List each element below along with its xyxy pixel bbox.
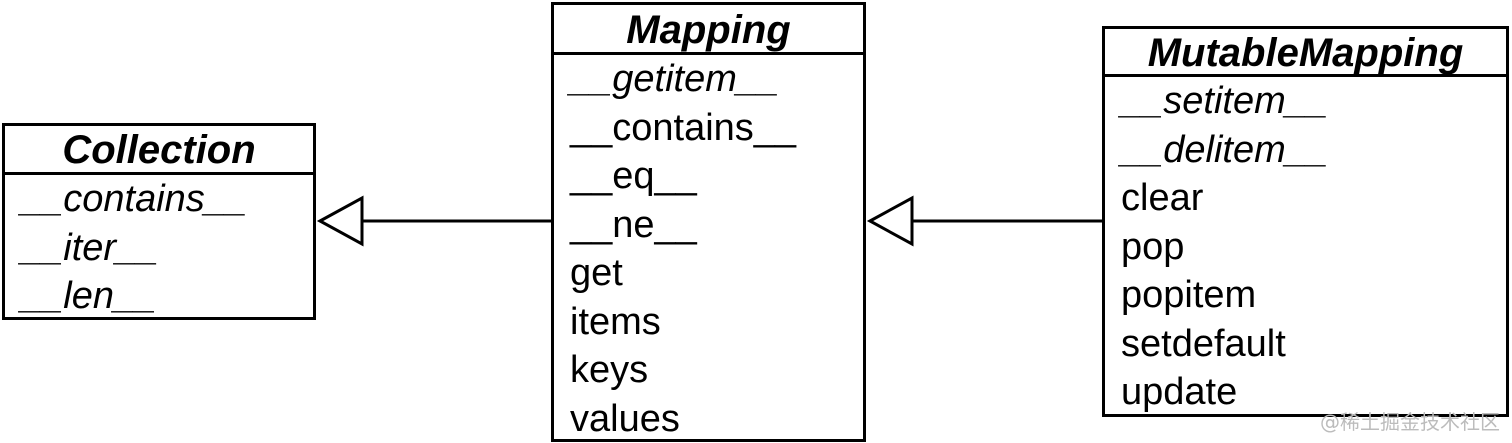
- method-item: __eq__: [570, 155, 697, 197]
- collection-class-box: Collection __contains__ __iter__ __len__: [2, 123, 316, 320]
- mutable-mapping-method-list: __setitem__ __delitem__clear pop popitem set…: [1105, 77, 1506, 417]
- method-item: pop: [1121, 225, 1185, 268]
- watermark: @稀土掘金技术社区: [1320, 410, 1500, 434]
- method-item: popitem: [1121, 274, 1257, 316]
- method-item: setdefault: [1121, 322, 1286, 365]
- method-item: items: [570, 300, 661, 343]
- method-item: get: [570, 252, 623, 294]
- method-item: keys: [570, 349, 649, 391]
- method-item: __delitem__: [1121, 128, 1329, 171]
- method-item: __len__: [21, 275, 157, 317]
- method-item: __contains__: [570, 106, 797, 149]
- method-item: update: [1121, 371, 1238, 413]
- method-item: __iter__: [21, 226, 159, 269]
- mapping-method-list: __getitem__ __contains__ __eq__ __ne__get it…: [554, 55, 863, 443]
- mapping-class-box: Mapping __getitem__ __contains__ __eq__ __n…: [551, 2, 866, 442]
- mutable-mapping-class-name: MutableMapping: [1105, 29, 1506, 77]
- collection-method-list: __contains__ __iter__ __len__: [5, 175, 313, 321]
- method-item: __contains__: [21, 178, 248, 220]
- method-item: __setitem__: [1121, 80, 1329, 122]
- mutable-mapping-class-box: MutableMapping __setitem__ __delitem__cle…: [1102, 26, 1509, 417]
- inheritance-arrowhead-mapping: [866, 195, 914, 247]
- method-item: values: [570, 397, 680, 440]
- method-item: __ne__: [570, 203, 697, 246]
- method-item: __getitem__: [570, 58, 780, 100]
- collection-class-name: Collection: [5, 126, 313, 175]
- method-item: clear: [1121, 177, 1204, 219]
- mapping-class-name: Mapping: [554, 5, 863, 55]
- inheritance-arrowhead-collection: [316, 195, 364, 247]
